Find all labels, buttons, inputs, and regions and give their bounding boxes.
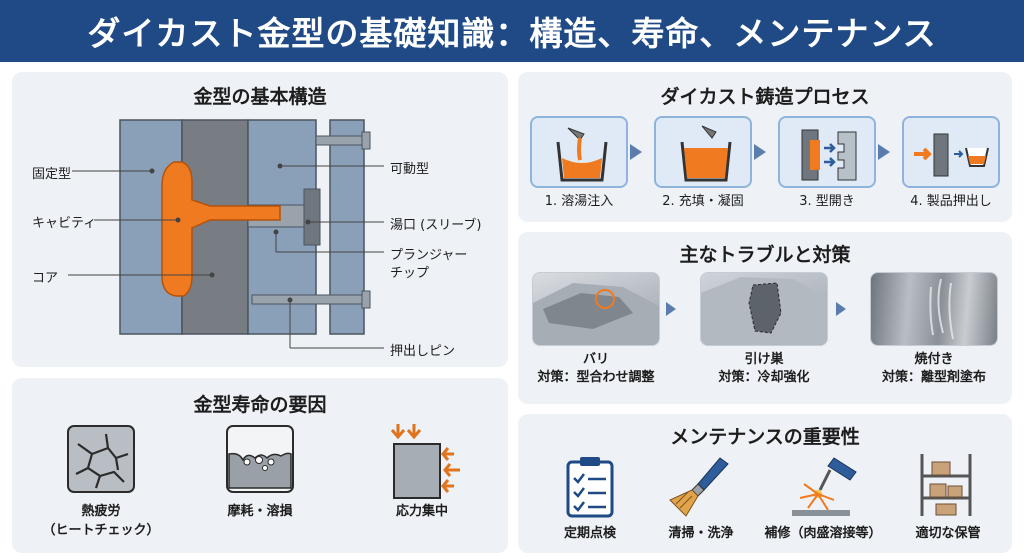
- life-label-2: 応力集中: [395, 504, 448, 519]
- life-label-1: 摩耗・溶損: [227, 504, 293, 519]
- mold-open-icon: [801, 129, 857, 181]
- process-arrow-1: [754, 144, 766, 160]
- trouble-panel: 主なトラブルと対策 バリ 対策：型合わせ調整 引け巣 対策：冷却強化 焼付き 対…: [518, 232, 1012, 404]
- burr-image: [533, 283, 659, 345]
- label-plunger-2: チップ: [390, 266, 430, 281]
- wear-erosion-icon: [226, 425, 294, 493]
- welding-icon: [792, 457, 857, 516]
- trouble-fix-0: 対策：型合わせ調整: [537, 370, 655, 385]
- process-card-1: [654, 116, 752, 188]
- process-card-2: [778, 116, 876, 188]
- life-label-0: 熱疲労: [81, 504, 121, 519]
- trouble-photo-shrinkage: [700, 272, 828, 346]
- pin-bottom-head: [361, 290, 371, 309]
- pin-top-head: [361, 131, 371, 150]
- plunger-tip: [303, 188, 321, 246]
- stress-concentration-icon: [390, 424, 460, 499]
- trouble-photo-soldering: [870, 272, 998, 346]
- mold-structure-diagram: [68, 119, 384, 349]
- trouble-photo-burr: [532, 272, 660, 346]
- life-panel: 金型寿命の要因 熱疲労 （ヒートチェック） 摩耗・溶損 応力集中: [12, 378, 508, 553]
- process-label-0: 1. 溶湯注入: [544, 194, 614, 209]
- shrinkage-image: [701, 277, 827, 345]
- label-core: コア: [32, 271, 59, 286]
- label-movable-die: 可動型: [390, 162, 430, 177]
- maintenance-label-3: 適切な保管: [915, 526, 981, 541]
- trouble-fix-2: 対策：離型剤塗布: [881, 370, 986, 385]
- life-title: 金型寿命の要因: [193, 394, 327, 416]
- label-sprue: 湯口 (スリーブ): [390, 218, 482, 233]
- process-title: ダイカスト鋳造プロセス: [660, 86, 870, 108]
- process-panel: ダイカスト鋳造プロセス 1. 溶湯注入 2. 充填・凝固 3. 型開き: [518, 72, 1012, 222]
- trouble-arrow-1: [836, 302, 846, 316]
- page-title: ダイカスト金型の基礎知識：構造、寿命、メンテナンス: [0, 0, 1024, 62]
- trouble-fix-1: 対策：冷却強化: [718, 370, 810, 385]
- pin-top: [315, 135, 367, 146]
- trouble-name-2: 焼付き: [914, 352, 954, 367]
- life-sub-0: （ヒートチェック）: [42, 523, 160, 538]
- cavity-shape: [161, 161, 281, 297]
- process-label-1: 2. 充填・凝固: [662, 194, 744, 209]
- process-arrow-2: [878, 144, 890, 160]
- maintenance-title: メンテナンスの重要性: [670, 426, 860, 448]
- heat-check-icon: [67, 425, 135, 493]
- process-card-0: [530, 116, 628, 188]
- structure-title: 金型の基本構造: [193, 86, 327, 108]
- pin-bottom: [251, 294, 367, 305]
- maintenance-label-1: 清掃・洗浄: [668, 526, 734, 541]
- trouble-arrow-0: [666, 302, 676, 316]
- maintenance-panel: メンテナンスの重要性 定期点検 清掃・洗浄 補修（肉盛溶接等） 適切な保管: [518, 414, 1012, 553]
- pour-icon: [556, 127, 608, 182]
- maintenance-label-2: 補修（肉盛溶接等）: [764, 526, 882, 541]
- trouble-name-0: バリ: [582, 352, 609, 367]
- clipboard-icon: [566, 457, 614, 518]
- fill-icon: [680, 125, 732, 182]
- structure-panel: 金型の基本構造 固定型 キ: [12, 72, 508, 367]
- eject-icon: [914, 133, 989, 177]
- process-arrow-0: [630, 144, 642, 160]
- label-ejector-pin: 押出しピン: [390, 344, 456, 359]
- process-card-3: [902, 116, 1000, 188]
- maintenance-label-0: 定期点検: [563, 526, 616, 541]
- label-plunger-1: プランジャー: [390, 248, 468, 263]
- brush-icon: [669, 457, 729, 517]
- process-label-2: 3. 型開き: [799, 194, 855, 209]
- trouble-title: 主なトラブルと対策: [679, 244, 851, 266]
- label-cavity: キャビティ: [32, 216, 97, 231]
- label-fixed-die: 固定型: [32, 167, 72, 182]
- storage-rack-icon: [920, 454, 972, 516]
- trouble-name-1: 引け巣: [744, 352, 784, 367]
- process-label-3: 4. 製品押出し: [910, 194, 992, 209]
- soldering-image: [929, 278, 954, 340]
